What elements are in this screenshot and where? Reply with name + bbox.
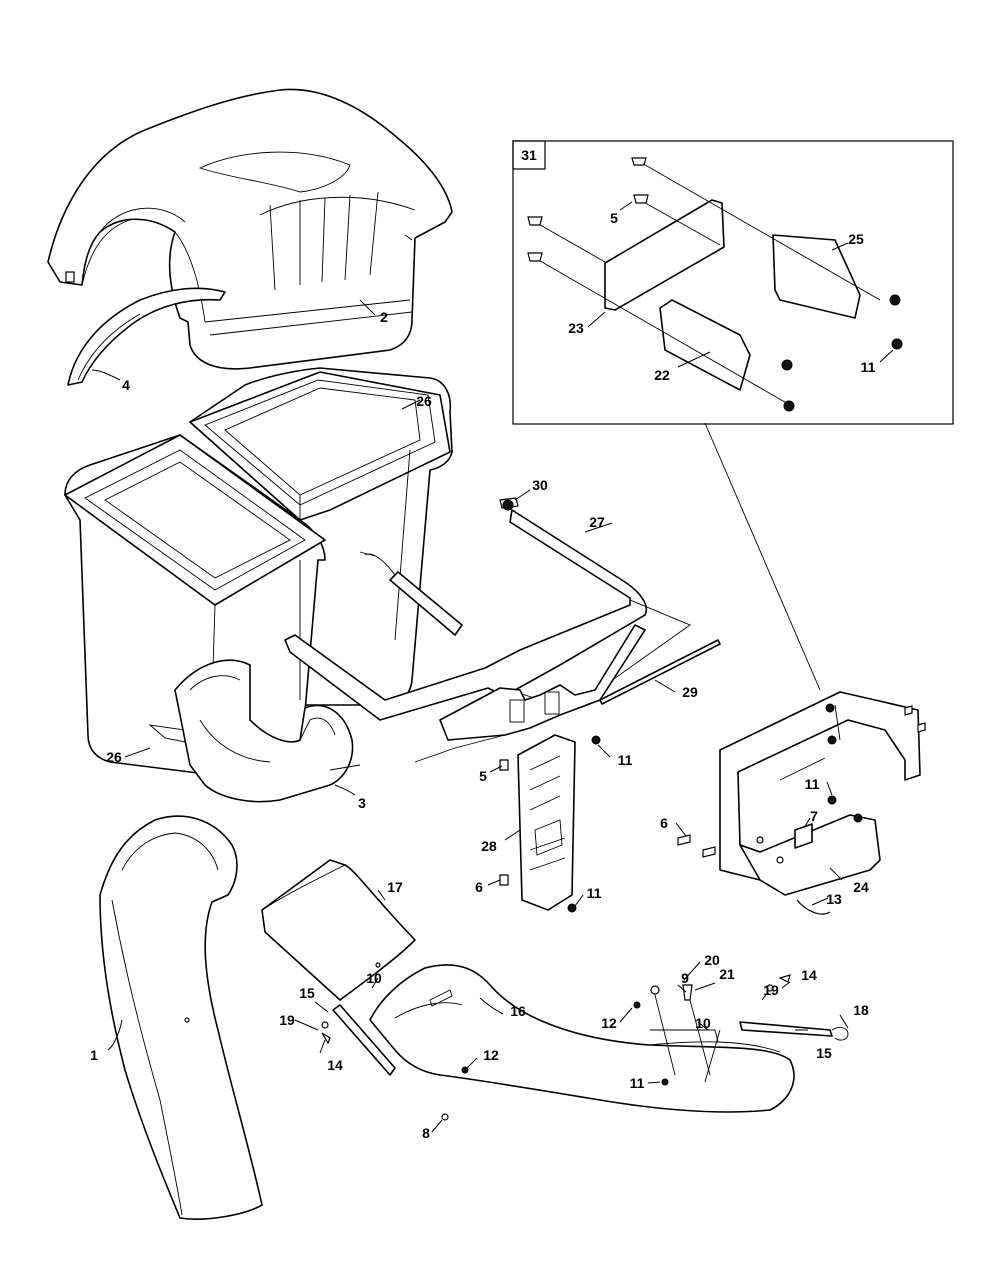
callout-15-left: 15 [299,985,315,1001]
callout-21: 21 [719,966,735,982]
callout-19-right: 19 [763,982,779,998]
callout-29: 29 [682,684,698,700]
callout-26-right: 26 [416,393,432,409]
callout-6-frame: 6 [660,815,668,831]
callout-24: 24 [853,879,869,895]
bag-left-part [64,434,326,784]
top-cover-part [47,88,453,370]
connector-lines [329,422,821,1083]
callout-15-right: 15 [816,1045,832,1061]
callout-3: 3 [358,795,366,811]
link-rods-part [332,1004,849,1076]
callout-16: 16 [510,1003,526,1019]
callout-10-collar: 10 [366,970,382,986]
callout-11-frame: 11 [805,776,820,792]
callout-12-right: 12 [601,1015,617,1031]
callout-6-bracket: 6 [475,879,483,895]
callout-11-bracket: 11 [587,885,602,901]
callout-14-left: 14 [327,1057,343,1073]
deflector-flap-part [67,287,226,386]
callout-7: 7 [810,808,818,824]
callout-8: 8 [422,1125,430,1141]
callout-11-inset: 11 [861,359,876,375]
callout-27: 27 [589,514,605,530]
mounting-bracket-assembly-part [719,691,921,896]
callout-14-right: 14 [801,967,817,983]
callout-1: 1 [90,1047,98,1063]
collar-part [261,859,416,1001]
hardware-items [321,497,926,1121]
callout-11-rod: 11 [618,752,633,768]
leader-lines [91,201,894,1133]
mount-bracket-part [439,624,646,911]
callout-5-bracket: 5 [479,768,487,784]
callout-13: 13 [826,891,842,907]
chute-adapter-part [174,659,354,803]
callout-19-left: 19 [279,1012,295,1028]
lower-chute-part [369,964,795,1113]
callout-26-left: 26 [106,749,122,765]
callout-2: 2 [380,309,388,325]
callout-28: 28 [481,838,497,854]
callout-labels: 1 2 3 4 5 5 6 6 7 8 9 10 10 11 11 11 11 … [90,210,876,1141]
callout-17: 17 [387,879,403,895]
callout-18: 18 [853,1002,869,1018]
chute-tube-part [99,815,263,1220]
callout-5-inset: 5 [610,210,618,226]
callout-12-left: 12 [483,1047,499,1063]
callout-23: 23 [568,320,584,336]
inset-box: 31 [512,140,954,425]
callout-9: 9 [681,970,689,986]
callout-11-chute: 11 [630,1075,645,1091]
callout-10-chute: 10 [695,1015,711,1031]
callout-30: 30 [532,477,548,493]
callout-22: 22 [654,367,670,383]
callout-25: 25 [848,231,864,247]
callout-4: 4 [122,377,130,393]
callout-20: 20 [704,952,720,968]
inset-label: 31 [521,147,537,163]
